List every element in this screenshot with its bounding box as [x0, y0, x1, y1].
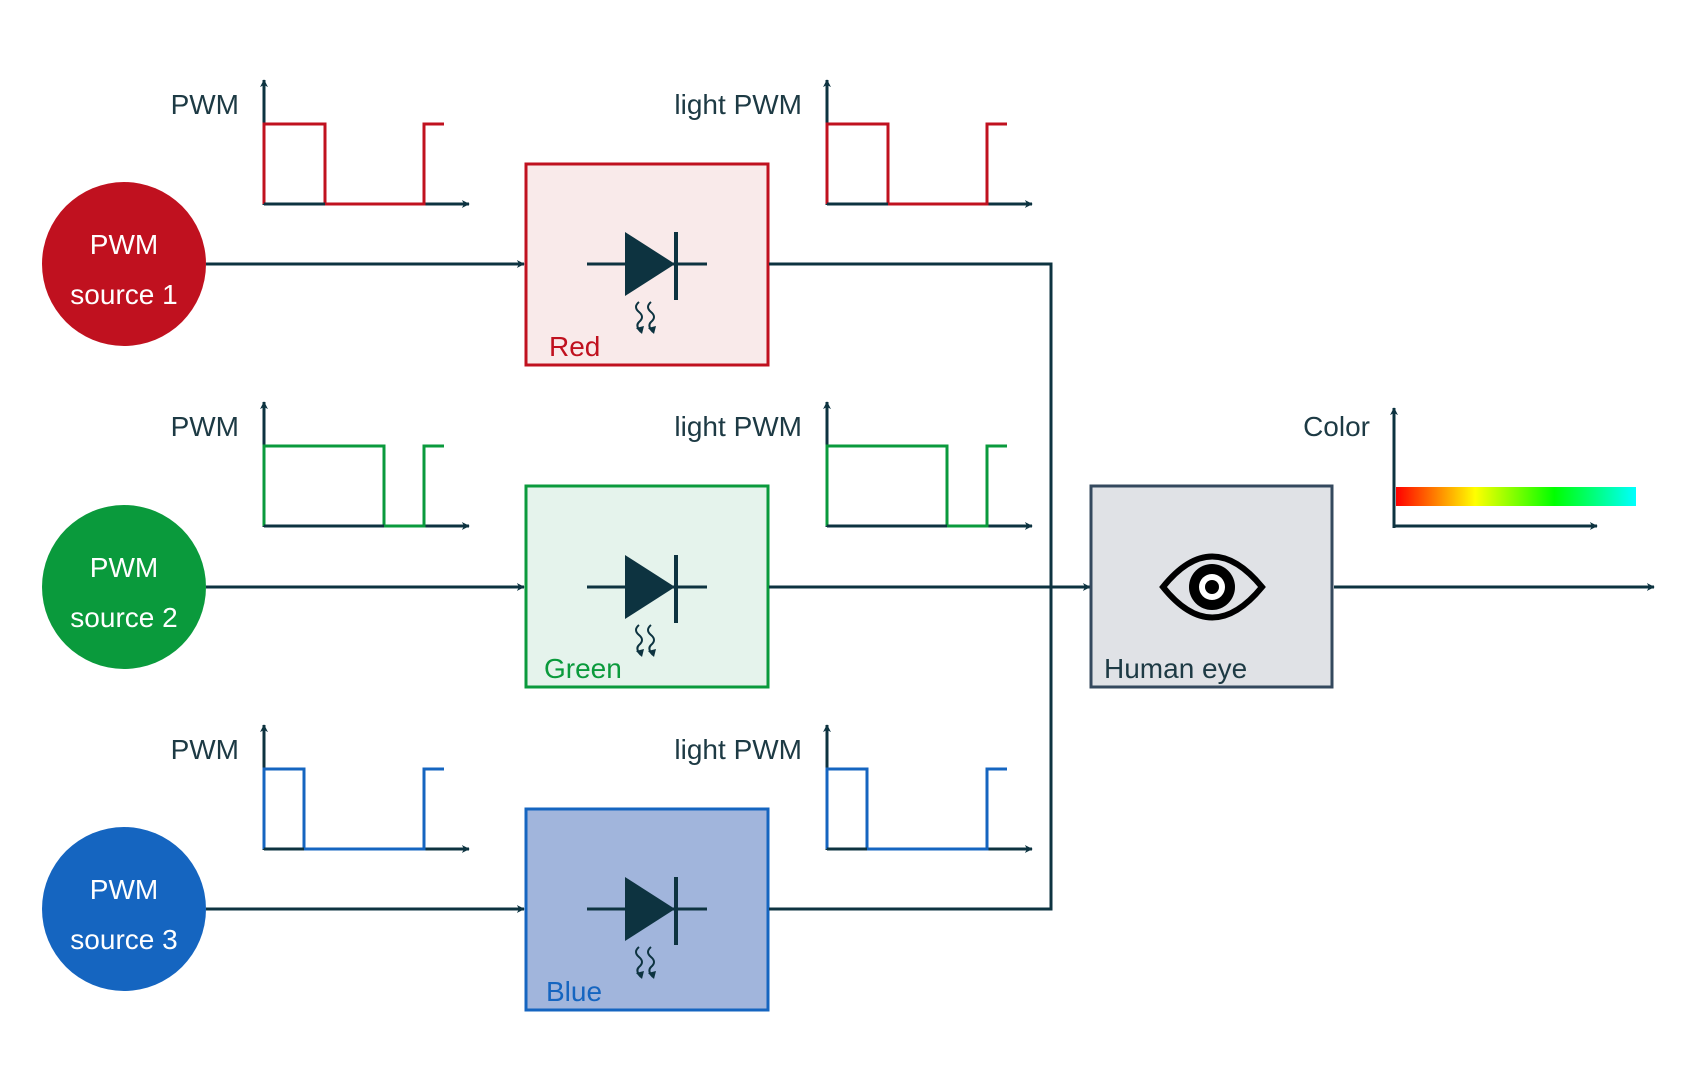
- light-pwm-plot-3: [823, 724, 1033, 853]
- eye-icon: [1159, 553, 1266, 621]
- wires: [206, 260, 1655, 913]
- pwm-waveform: [825, 767, 1007, 851]
- light-pwm-plot-2: [823, 401, 1033, 530]
- pwm-source-1[interactable]: [42, 182, 206, 346]
- pwm-label-1: PWM: [171, 89, 239, 120]
- pwm-source-1-line1: PWM: [90, 229, 158, 260]
- pwm-waveform: [262, 767, 444, 851]
- channel-blue: PWM source 3 PWM light PWM Blue: [42, 724, 1033, 1012]
- pwm-plot-1: [260, 79, 470, 208]
- pwm-plot-3: [260, 724, 470, 853]
- light-pwm-plot-1: [823, 79, 1033, 208]
- wire-red-combiner: [769, 262, 1053, 587]
- pwm-source-3-line2: source 3: [70, 924, 177, 955]
- color-label: Color: [1303, 411, 1370, 442]
- led-diode-icon: [587, 555, 707, 657]
- channel-green: PWM source 2 PWM light PWM Green: [42, 401, 1033, 689]
- led-red-label: Red: [549, 331, 600, 362]
- pwm-source-2-line1: PWM: [90, 552, 158, 583]
- pwm-source-2[interactable]: [42, 505, 206, 669]
- pwm-label-3: PWM: [171, 734, 239, 765]
- led-red-box[interactable]: [524, 162, 770, 367]
- pwm-source-3-line1: PWM: [90, 874, 158, 905]
- pwm-source-1-line2: source 1: [70, 279, 177, 310]
- pwm-source-3[interactable]: [42, 827, 206, 991]
- led-diode-icon: [587, 232, 707, 334]
- pwm-source-2-line2: source 2: [70, 602, 177, 633]
- led-blue-label: Blue: [546, 976, 602, 1007]
- pwm-waveform: [825, 444, 1007, 528]
- pwm-label-2: PWM: [171, 411, 239, 442]
- led-diode-icon: [587, 877, 707, 979]
- light-pwm-label-1: light PWM: [674, 89, 802, 120]
- channel-red: PWM source 1 PWM light PWM Red: [42, 79, 1033, 367]
- light-pwm-label-2: light PWM: [674, 411, 802, 442]
- led-green-label: Green: [544, 653, 622, 684]
- pwm-waveform: [262, 122, 444, 206]
- human-eye-block: Human eye: [1089, 484, 1334, 689]
- pwm-waveform: [262, 444, 444, 528]
- human-eye-label: Human eye: [1104, 653, 1247, 684]
- pwm-plot-2: [260, 401, 470, 530]
- light-pwm-label-3: light PWM: [674, 734, 802, 765]
- pwm-waveform: [825, 122, 1007, 206]
- color-gradient-bar: [1396, 487, 1636, 506]
- wire-blue-combiner: [769, 587, 1053, 911]
- color-output-plot: Color: [1303, 407, 1636, 530]
